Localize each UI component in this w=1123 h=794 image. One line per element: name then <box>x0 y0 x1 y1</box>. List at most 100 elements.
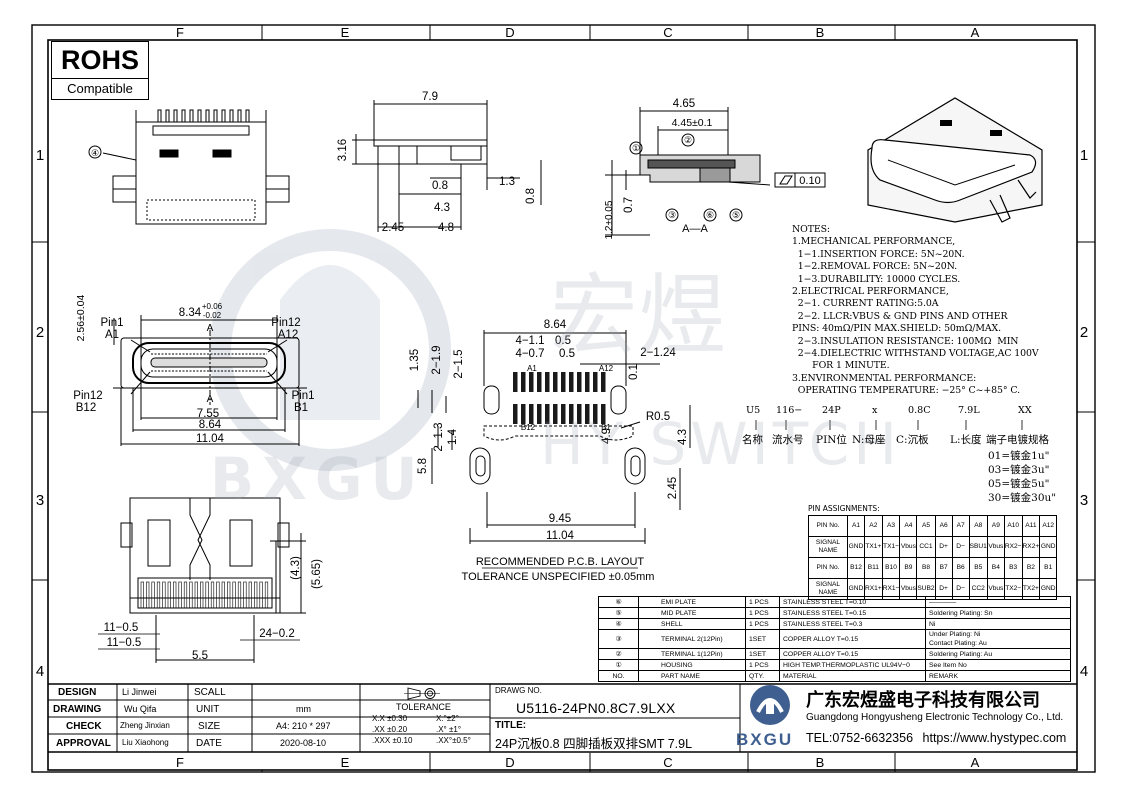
tolerance-label: TOLERANCE <box>396 702 451 712</box>
bottom-view-pin <box>167 581 171 609</box>
title-value: 24P沉板0.8 四脚插板双排SMT 7.9L <box>495 737 693 751</box>
section-callout-3: ③ <box>668 210 676 220</box>
grid-row-2-right: 2 <box>1080 324 1088 341</box>
grid-col-b-bottom: B <box>816 755 825 770</box>
top-view-pin <box>181 109 186 123</box>
grid-col-f: F <box>176 25 184 40</box>
pin-cell: A3 <box>881 515 901 537</box>
pcb-pad <box>601 372 606 392</box>
projection-symbol <box>404 687 440 700</box>
top-view-pin <box>165 109 170 123</box>
side-dim-0-8-vert: 0.8 <box>525 188 537 204</box>
grid-row-3-right: 3 <box>1080 492 1088 509</box>
pin-cell: D+ <box>934 536 953 558</box>
bom-name: PART NAME <box>638 670 746 682</box>
pcb-label-a1: A1 <box>527 364 537 373</box>
front-dim-11-04: 11.04 <box>196 433 225 445</box>
design-label: DESIGN <box>58 687 97 698</box>
watermark-logo <box>209 229 451 471</box>
grid-ticks <box>32 25 1095 772</box>
pcb-pad <box>545 404 550 424</box>
pin-cell: B10 <box>881 557 901 579</box>
pin-cell: A1 <box>847 515 865 537</box>
bottom-view-pin <box>254 581 258 609</box>
bottom-pins <box>140 581 269 609</box>
title-block-grid <box>48 683 1077 753</box>
pin-cell: A12 <box>1039 515 1058 537</box>
note-line: NOTES: <box>792 224 830 235</box>
pcb-pad <box>537 404 542 424</box>
grid-col-c-bottom: C <box>663 755 672 770</box>
pin-cell: B1 <box>1039 557 1058 579</box>
pn-plating: 03=镀金3u" <box>988 464 1050 476</box>
section-flatness: 0.10 <box>799 175 820 187</box>
bom-name: EMI PLATE <box>638 596 746 608</box>
rohs-badge: ROHS Compatible <box>51 41 149 100</box>
section-dim-0-7: 0.7 <box>623 197 635 213</box>
pcb-caption: RECOMMENDED P.C.B. LAYOUT <box>476 556 645 568</box>
top-view-pin <box>213 109 218 123</box>
pcb-dim-11-04: 11.04 <box>546 530 575 542</box>
company-web[interactable]: https://www.hystypec.com <box>922 731 1067 745</box>
bom-no: ④ <box>598 618 639 630</box>
pcb-pad <box>529 372 534 392</box>
pcb-label-b1: B1 <box>601 423 611 432</box>
pcb-dim-2-1-24: 2−1.24 <box>640 347 676 359</box>
bottom-view-pin <box>243 581 247 609</box>
company-contact: TEL:0752-6632356 https://www.hystypec.co… <box>806 731 1066 745</box>
pin-cell: A10 <box>1003 515 1023 537</box>
bottom-view-pin <box>183 581 188 609</box>
pn-label: PIN位 <box>816 434 847 446</box>
bom-qty: QTY. <box>745 670 780 682</box>
front-dim-2-56: 2.56±0.04 <box>75 295 87 342</box>
grid-col-d-bottom: D <box>505 755 514 770</box>
bom-name: TERMINAL 2(12Pin) <box>638 629 746 649</box>
pin-cell: TX1− <box>881 536 901 558</box>
pn-code: 24P <box>822 405 841 416</box>
pin-cell: A7 <box>951 515 970 537</box>
pcb-tolerance: TOLERANCE UNSPECIFIED ±0.05mm <box>462 571 655 583</box>
pin-cell: B4 <box>986 557 1005 579</box>
front-a1: A1 <box>105 329 119 341</box>
pcb-pad <box>593 372 598 392</box>
watermark-logo-text: BXGU <box>210 445 426 513</box>
watermark-en: HY SWITCH <box>540 410 901 478</box>
bom-remark: ———— <box>925 596 1071 608</box>
note-line: 2−2. LLCR:VBUS & GND PINS AND OTHER <box>792 310 1008 322</box>
approval-label: APPROVAL <box>56 738 111 749</box>
tolerance-row: .XX ±0.20.X° ±1° <box>372 724 471 735</box>
note-line: 1−2.REMOVAL FORCE: 5N~20N. <box>792 261 957 273</box>
pn-plating: 05=镀金5u" <box>988 478 1050 490</box>
section-callout-6: ⑥ <box>706 210 714 220</box>
bom-no: ① <box>598 659 639 671</box>
unit-value: mm <box>296 704 311 714</box>
bom-material: COPPER ALLOY T=0.15 <box>779 648 926 660</box>
top-view-pin <box>197 109 202 123</box>
pcb-pad <box>553 372 558 392</box>
top-view-pin <box>245 109 250 123</box>
tolerance-row: .XXX ±0.10.XX°±0.5° <box>372 735 471 746</box>
pcb-dim-2-1-5: 2−1.5 <box>453 349 465 378</box>
unit-label: UNIT <box>196 704 220 715</box>
top-view-callout: ④ <box>91 148 99 158</box>
bottom-view-pin <box>173 581 177 609</box>
bottom-view-pin <box>189 581 193 609</box>
pin-cell: SBU1 <box>968 536 988 558</box>
side-dim-1-3: 1.3 <box>499 176 515 188</box>
note-line: 1−3.DURABILITY: 10000 CYCLES. <box>792 273 961 285</box>
front-dim-8-34: 8.34 <box>179 307 202 319</box>
bom-name: SHELL <box>638 618 746 630</box>
pn-code: 0.8C <box>908 405 931 416</box>
front-dim-7-55: 7.55 <box>197 408 219 420</box>
pin-row-header: SIGNAL NAME <box>808 536 848 558</box>
grid-row-1-right: 1 <box>1080 147 1088 164</box>
grid-col-c: C <box>663 25 672 40</box>
pn-label: 流水号 <box>772 434 804 446</box>
rohs-title: ROHS <box>52 42 148 79</box>
front-section-mark-top: A <box>207 323 214 334</box>
section-callout-2: ② <box>684 135 692 145</box>
pin-cell: Vbus <box>986 536 1005 558</box>
bottom-view-pin <box>237 581 242 609</box>
